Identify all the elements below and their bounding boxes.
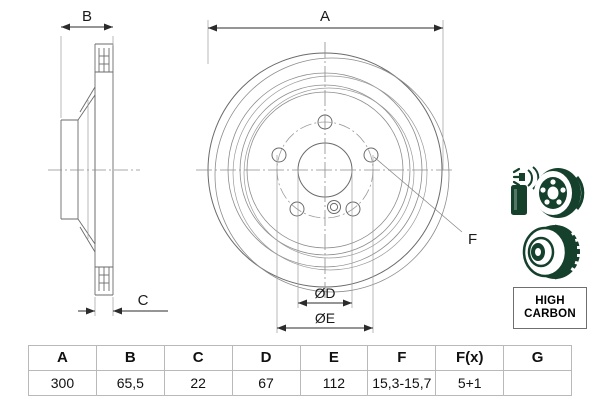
table-value-row: 300 65,5 22 67 112 15,3-15,7 5+1 — [28, 370, 572, 396]
bolt-hole — [345, 201, 361, 217]
bolt-hole — [289, 201, 305, 217]
table-header-fx: F(x) — [435, 345, 505, 371]
bolt-hole — [271, 147, 287, 163]
dimension-a: A — [207, 8, 444, 170]
vented-disc-icon-slot — [505, 223, 597, 281]
dimension-od-label: ØD — [315, 285, 336, 301]
table-value-a: 300 — [28, 370, 97, 396]
table-header-e: E — [299, 345, 369, 371]
table-header-d: D — [231, 345, 301, 371]
front-view — [207, 52, 450, 293]
table-value-c: 22 — [163, 370, 233, 396]
specification-table: A B C D E F F(x) G 300 65,5 22 67 112 15… — [28, 345, 572, 396]
coated-disc-icon-slot — [505, 165, 597, 223]
vented-brake-disc-icon — [522, 224, 585, 280]
table-header-f: F — [367, 345, 437, 371]
dimension-f-label: F — [468, 231, 477, 248]
table-header-b: B — [95, 345, 165, 371]
table-value-f: 15,3-15,7 — [367, 370, 437, 396]
table-value-g — [503, 370, 572, 396]
product-icon-rail: HIGH CARBON — [505, 165, 597, 330]
table-header-row: A B C D E F F(x) G — [28, 345, 572, 371]
dimension-oe-label: ØE — [315, 310, 335, 326]
dimension-c-label: C — [138, 292, 149, 309]
dimension-od: ØD — [297, 170, 353, 308]
table-value-b: 65,5 — [95, 370, 165, 396]
side-section-view — [60, 43, 114, 296]
table-value-fx: 5+1 — [435, 370, 505, 396]
dimension-b: B — [60, 8, 114, 118]
dimension-c: C — [78, 292, 168, 316]
high-carbon-line-1: HIGH — [535, 295, 565, 308]
threaded-locating-hole — [327, 200, 341, 214]
table-header-a: A — [28, 345, 97, 371]
front-view-centerlines — [196, 42, 455, 300]
table-header-g: G — [503, 345, 572, 371]
dimension-b-label: B — [82, 8, 92, 25]
bolt-hole — [363, 147, 379, 163]
table-value-e: 112 — [299, 370, 369, 396]
high-carbon-line-2: CARBON — [524, 308, 576, 320]
spray-can-and-brake-disc-icon — [511, 166, 585, 218]
table-header-c: C — [163, 345, 233, 371]
dimension-a-label: A — [320, 8, 330, 25]
table-value-d: 67 — [231, 370, 301, 396]
leader-line-f: F — [373, 156, 477, 248]
high-carbon-badge: HIGH CARBON — [513, 287, 587, 329]
dimension-oe: ØE — [276, 155, 374, 333]
